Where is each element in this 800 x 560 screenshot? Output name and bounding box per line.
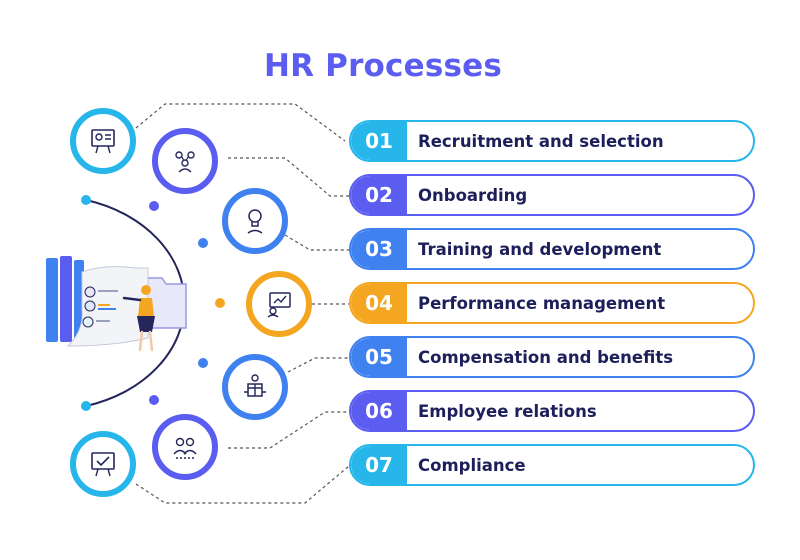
connector-03 [284,234,349,251]
process-number: 03 [351,230,407,268]
team-onboarding-icon [175,151,195,173]
connector-02 [228,157,349,197]
connector-01 [135,103,346,142]
page-title: HR Processes [263,48,503,84]
connector-07 [135,465,350,504]
process-number: 06 [351,392,407,430]
arc-dot [198,358,208,368]
recruitment-board-icon [91,129,115,154]
process-item-06: 06 Employee relations [349,390,755,432]
process-item-07: 07 Compliance [349,444,755,486]
process-number: 01 [351,122,407,160]
process-icon-06 [152,414,218,480]
process-icon-04 [246,271,312,337]
connector-05 [287,357,349,373]
process-number: 02 [351,176,407,214]
process-icon-05 [222,354,288,420]
process-item-02: 02 Onboarding [349,174,755,216]
performance-presentation-icon [267,292,291,318]
process-icon-02 [152,128,218,194]
process-label: Recruitment and selection [418,131,664,151]
arc-dot [81,401,91,411]
compliance-board-icon [91,452,115,477]
process-icon-03 [222,188,288,254]
connector-06 [228,411,349,449]
process-label: Onboarding [418,185,528,205]
process-label: Training and development [418,239,662,259]
process-label: Compensation and benefits [418,347,674,367]
process-number: 07 [351,446,407,484]
process-item-05: 05 Compensation and benefits [349,336,755,378]
process-icon-01 [70,108,136,174]
arc-dot [149,201,159,211]
employee-group-icon [173,437,197,459]
process-label: Compliance [418,455,526,475]
arc-dot [198,238,208,248]
hr-presenter-illustration [46,256,187,352]
process-item-04: 04 Performance management [349,282,755,324]
process-item-03: 03 Training and development [349,228,755,270]
process-label: Performance management [418,293,666,313]
process-label: Employee relations [418,401,597,421]
idea-lightbulb-icon [247,209,263,234]
arc-dot [81,195,91,205]
money-gift-icon [244,374,266,397]
arc-dot [215,298,225,308]
arc-dot [149,395,159,405]
process-icon-07 [70,431,136,497]
process-item-01: 01 Recruitment and selection [349,120,755,162]
process-number: 04 [351,284,407,322]
process-number: 05 [351,338,407,376]
